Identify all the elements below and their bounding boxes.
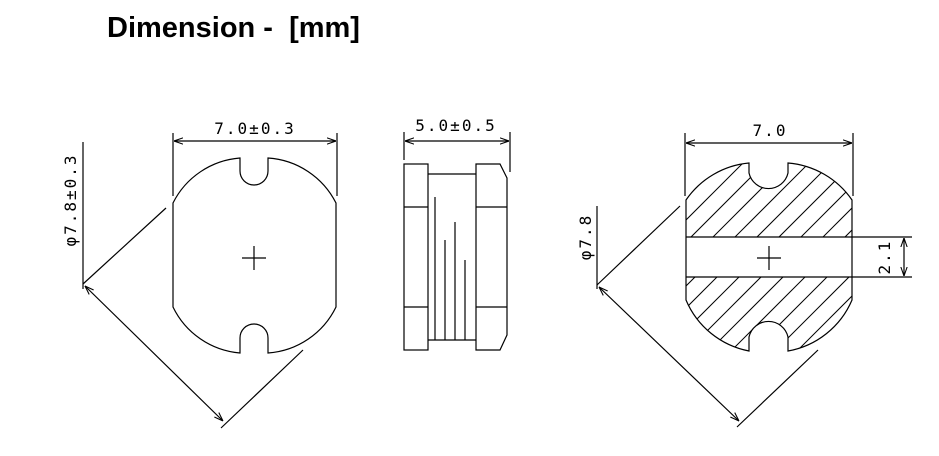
- hatch-line: [854, 160, 939, 360]
- top-diameter-dimension: [82, 142, 304, 429]
- side-view: 5.0±0.5: [403, 116, 511, 351]
- bottom-view-outline: [685, 162, 853, 352]
- top-diameter-label: φ7.8±0.3: [61, 153, 80, 246]
- hatch-line: [765, 163, 852, 351]
- top-width-dimension: [172, 133, 338, 196]
- hatch-line: [686, 163, 747, 351]
- center-cross: [757, 246, 781, 270]
- hatch-line: [787, 163, 852, 351]
- page-title: Dimension - [mm]: [107, 12, 360, 44]
- center-cross: [242, 246, 266, 270]
- hatch-line: [686, 163, 703, 351]
- bottom-view: 7.0 φ7.8 2.1: [576, 121, 939, 428]
- bottom-gap-dimension: [852, 236, 912, 278]
- bottom-diameter-dimension: [596, 205, 819, 428]
- side-height-label: 5.0±0.5: [415, 116, 496, 135]
- top-view: 7.0±0.3 φ7.8±0.3: [61, 119, 338, 429]
- hatch-line: [686, 163, 769, 351]
- side-height-dimension: [403, 132, 511, 172]
- hatch-line: [920, 160, 939, 360]
- side-left-flange: [403, 163, 429, 351]
- top-width-label: 7.0±0.3: [214, 119, 295, 138]
- top-view-outline: [172, 157, 337, 354]
- bottom-diameter-label: φ7.8: [576, 214, 595, 261]
- side-winding: [428, 173, 476, 341]
- bottom-width-dimension: [684, 133, 854, 196]
- bottom-width-label: 7.0: [753, 121, 788, 140]
- bottom-gap-label: 2.1: [875, 240, 894, 275]
- side-right-flange: [475, 163, 508, 351]
